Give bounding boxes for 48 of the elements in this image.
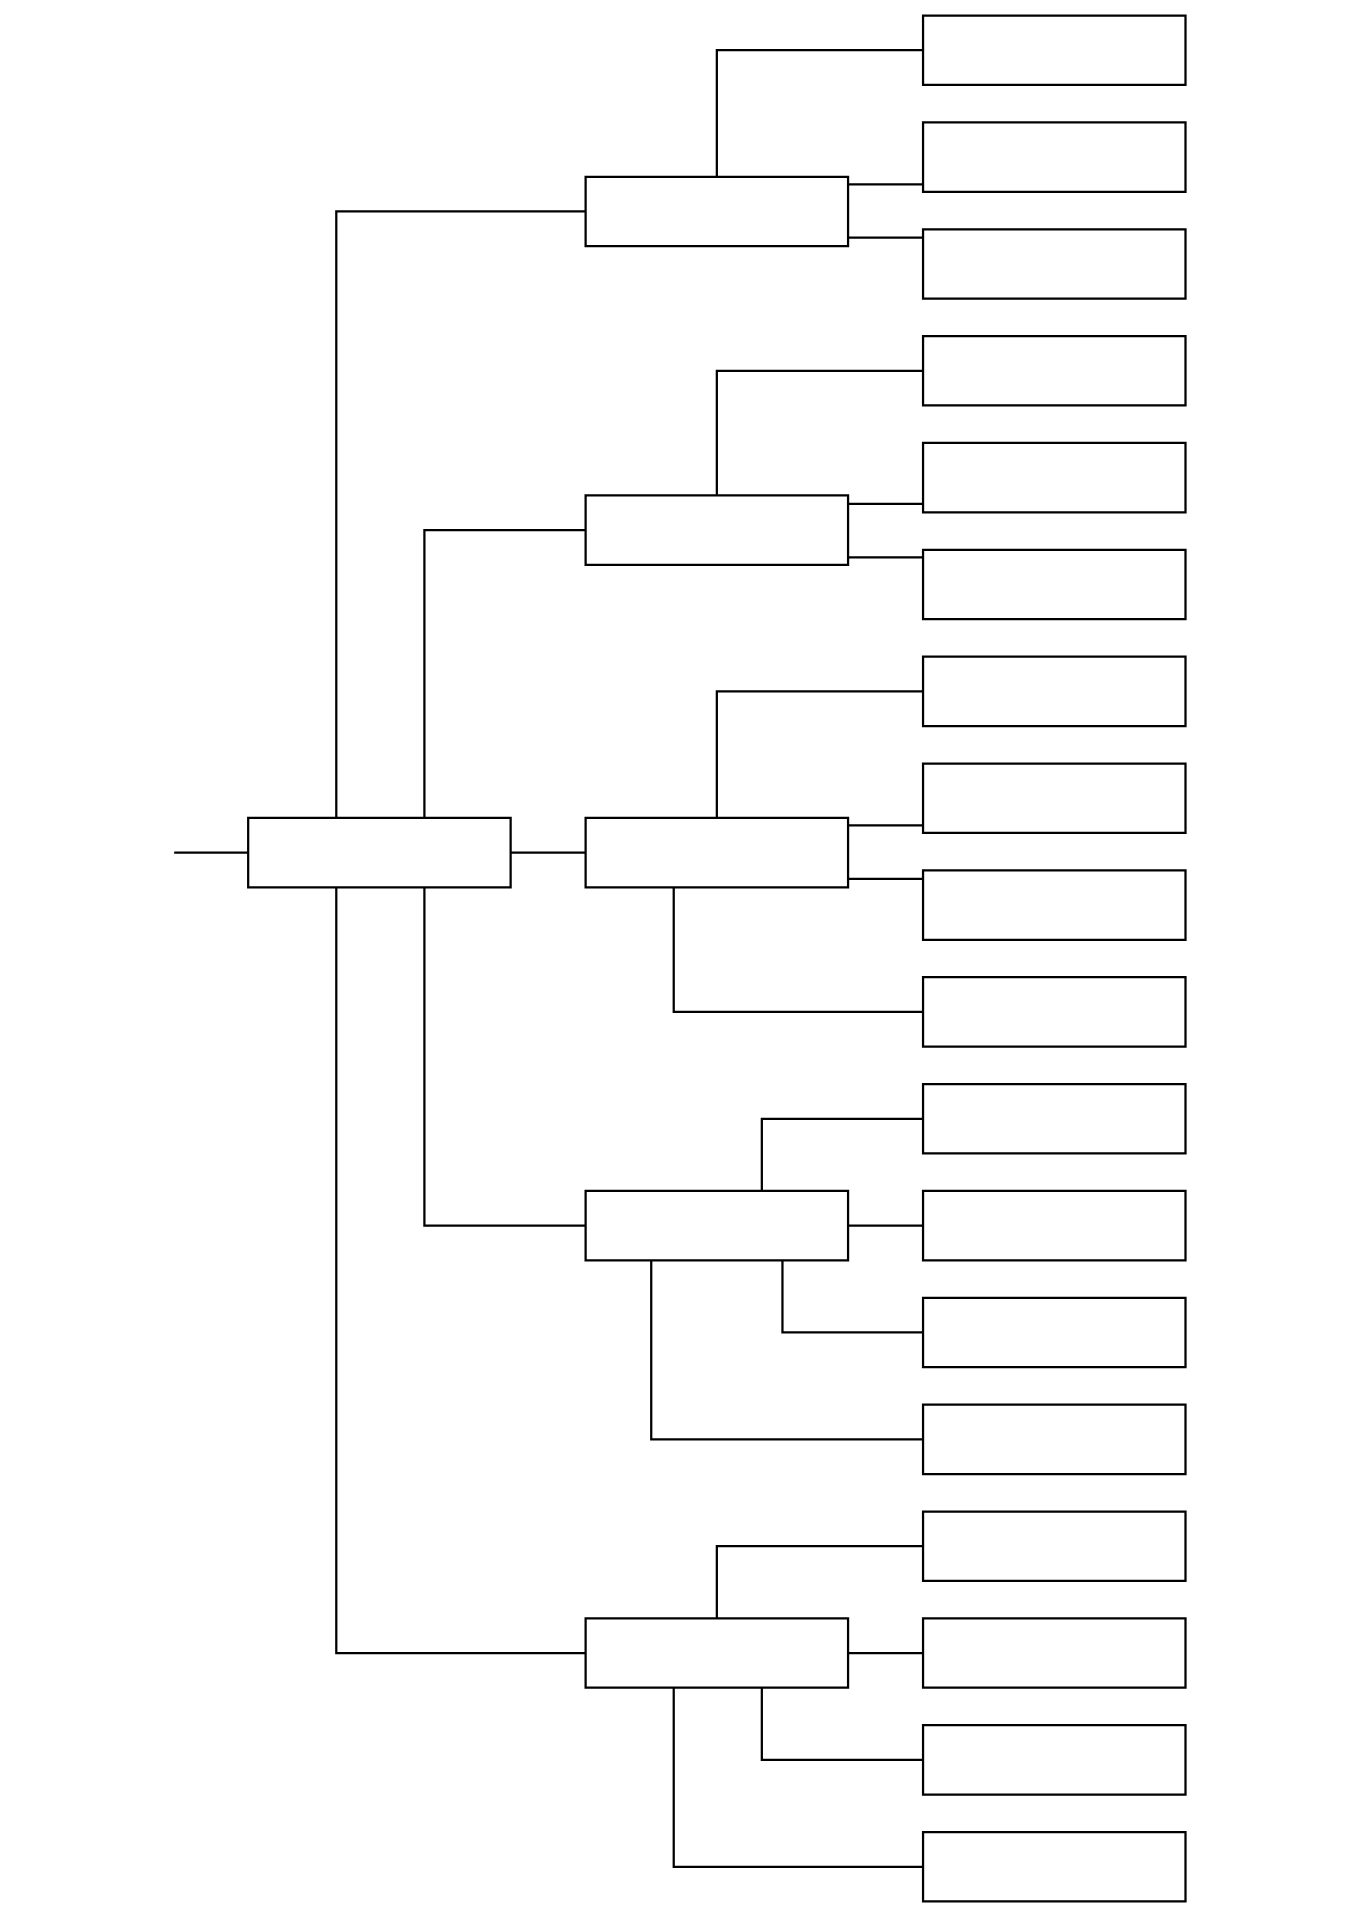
connector <box>847 502 923 506</box>
node-box <box>921 1617 1187 1689</box>
node-box <box>921 762 1187 835</box>
node-box <box>246 816 512 889</box>
node-box <box>921 1189 1187 1262</box>
connector <box>334 210 585 818</box>
connector <box>760 1688 923 1762</box>
node-box <box>921 14 1187 87</box>
connector <box>649 1260 923 1441</box>
connector <box>760 1117 923 1191</box>
node-box <box>921 976 1187 1048</box>
node-box <box>584 816 849 889</box>
node-box <box>921 1082 1187 1155</box>
node-box <box>921 441 1187 514</box>
connector <box>672 887 923 1014</box>
connector <box>847 824 923 827</box>
node-box <box>921 655 1187 728</box>
node-box <box>921 1830 1187 1903</box>
connector <box>422 887 585 1227</box>
node-box <box>921 1403 1187 1476</box>
node-box <box>921 121 1187 193</box>
node-box <box>921 228 1187 300</box>
connector <box>847 1224 923 1227</box>
connector <box>847 1651 923 1655</box>
node-box <box>921 1510 1187 1582</box>
connector <box>847 183 923 186</box>
node-box <box>921 335 1187 407</box>
connector <box>422 529 585 818</box>
node-box <box>921 869 1187 941</box>
connector <box>780 1260 922 1334</box>
node-box <box>921 1724 1187 1796</box>
node-box <box>584 175 849 248</box>
node-box <box>584 1617 849 1689</box>
connector <box>715 690 923 818</box>
connector <box>847 877 923 880</box>
node-box <box>921 1296 1187 1369</box>
node-box <box>584 1189 849 1262</box>
connector <box>715 369 923 495</box>
connector <box>715 1545 923 1619</box>
node-box <box>921 548 1187 621</box>
node-box <box>584 494 849 566</box>
connector <box>510 851 585 854</box>
connector <box>672 1687 923 1868</box>
connector <box>847 236 923 239</box>
connector <box>715 49 923 177</box>
connector <box>847 556 923 559</box>
connector <box>173 851 248 854</box>
connector <box>334 887 585 1655</box>
